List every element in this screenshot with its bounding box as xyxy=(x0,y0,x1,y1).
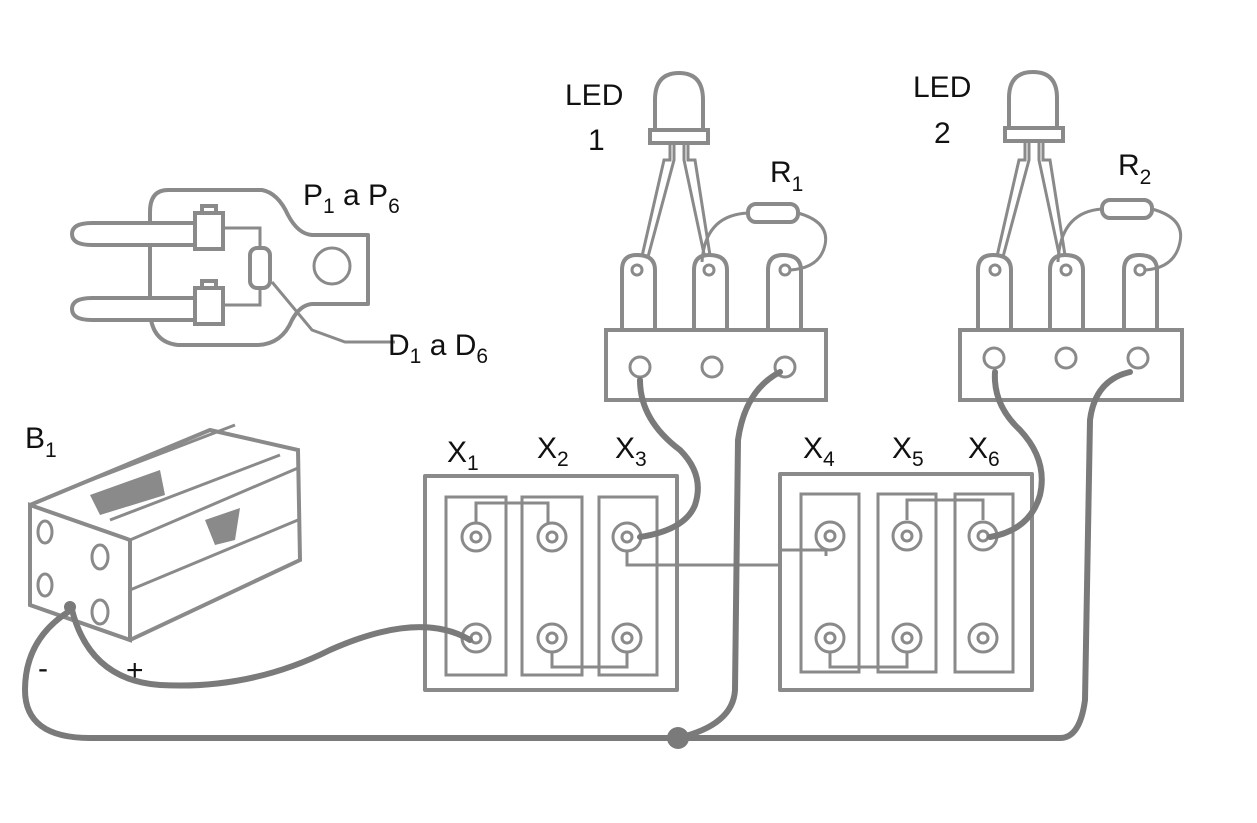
jack-x5-top xyxy=(891,520,923,552)
led1-label-line2: 1 xyxy=(588,124,605,157)
led2-icon xyxy=(1007,69,1059,130)
jack-block-x4-x6 xyxy=(778,472,1034,692)
led2-label-line2: 2 xyxy=(934,117,951,150)
junction-node xyxy=(667,727,689,749)
x4-label: X4 xyxy=(803,432,835,471)
jack-x2-top xyxy=(536,521,568,553)
wire-led1-return xyxy=(675,369,783,741)
battery-label: B1 xyxy=(25,422,57,462)
wire-battery-plus-to-x1 xyxy=(69,607,473,689)
wire-battery-minus-to-common xyxy=(21,369,1133,741)
jack-x6-bottom xyxy=(967,622,999,654)
jack-x5-bottom xyxy=(891,622,923,654)
diode-label: D1 a D6 xyxy=(388,329,488,368)
jack-block-x1-x3 xyxy=(423,474,828,692)
plug-component xyxy=(69,188,395,347)
resistor-r1-icon xyxy=(746,202,800,224)
diode-icon xyxy=(248,246,272,290)
diode-leader-line xyxy=(270,281,395,344)
x1-label: X1 xyxy=(447,436,479,475)
wire-led2-to-x6 xyxy=(987,369,1045,540)
x3-label: X3 xyxy=(615,432,647,471)
jack-x4-top xyxy=(814,520,846,552)
led1-module xyxy=(604,70,828,402)
led2-label-line1: LED xyxy=(913,71,971,104)
jack-x4-bottom xyxy=(814,622,846,654)
battery-holder xyxy=(28,423,303,643)
battery-minus-label: - xyxy=(38,652,48,685)
jack-x2-bottom xyxy=(536,622,568,654)
resistor-r2-icon xyxy=(1100,198,1154,220)
led1-icon xyxy=(653,70,705,132)
x5-label: X5 xyxy=(892,432,924,471)
led2-module xyxy=(958,69,1184,402)
x6-label: X6 xyxy=(968,432,1000,471)
jack-x1-top xyxy=(460,521,492,553)
r1-label: R1 xyxy=(770,156,803,196)
plug-label: P1 a P6 xyxy=(303,179,400,218)
jack-x3-bottom xyxy=(611,622,643,654)
wire-led1-to-x3 xyxy=(637,377,701,540)
led1-label-line1: LED xyxy=(565,79,623,112)
jack-x3-top xyxy=(611,521,643,553)
x2-label: X2 xyxy=(537,432,569,471)
r2-label: R2 xyxy=(1118,149,1151,189)
